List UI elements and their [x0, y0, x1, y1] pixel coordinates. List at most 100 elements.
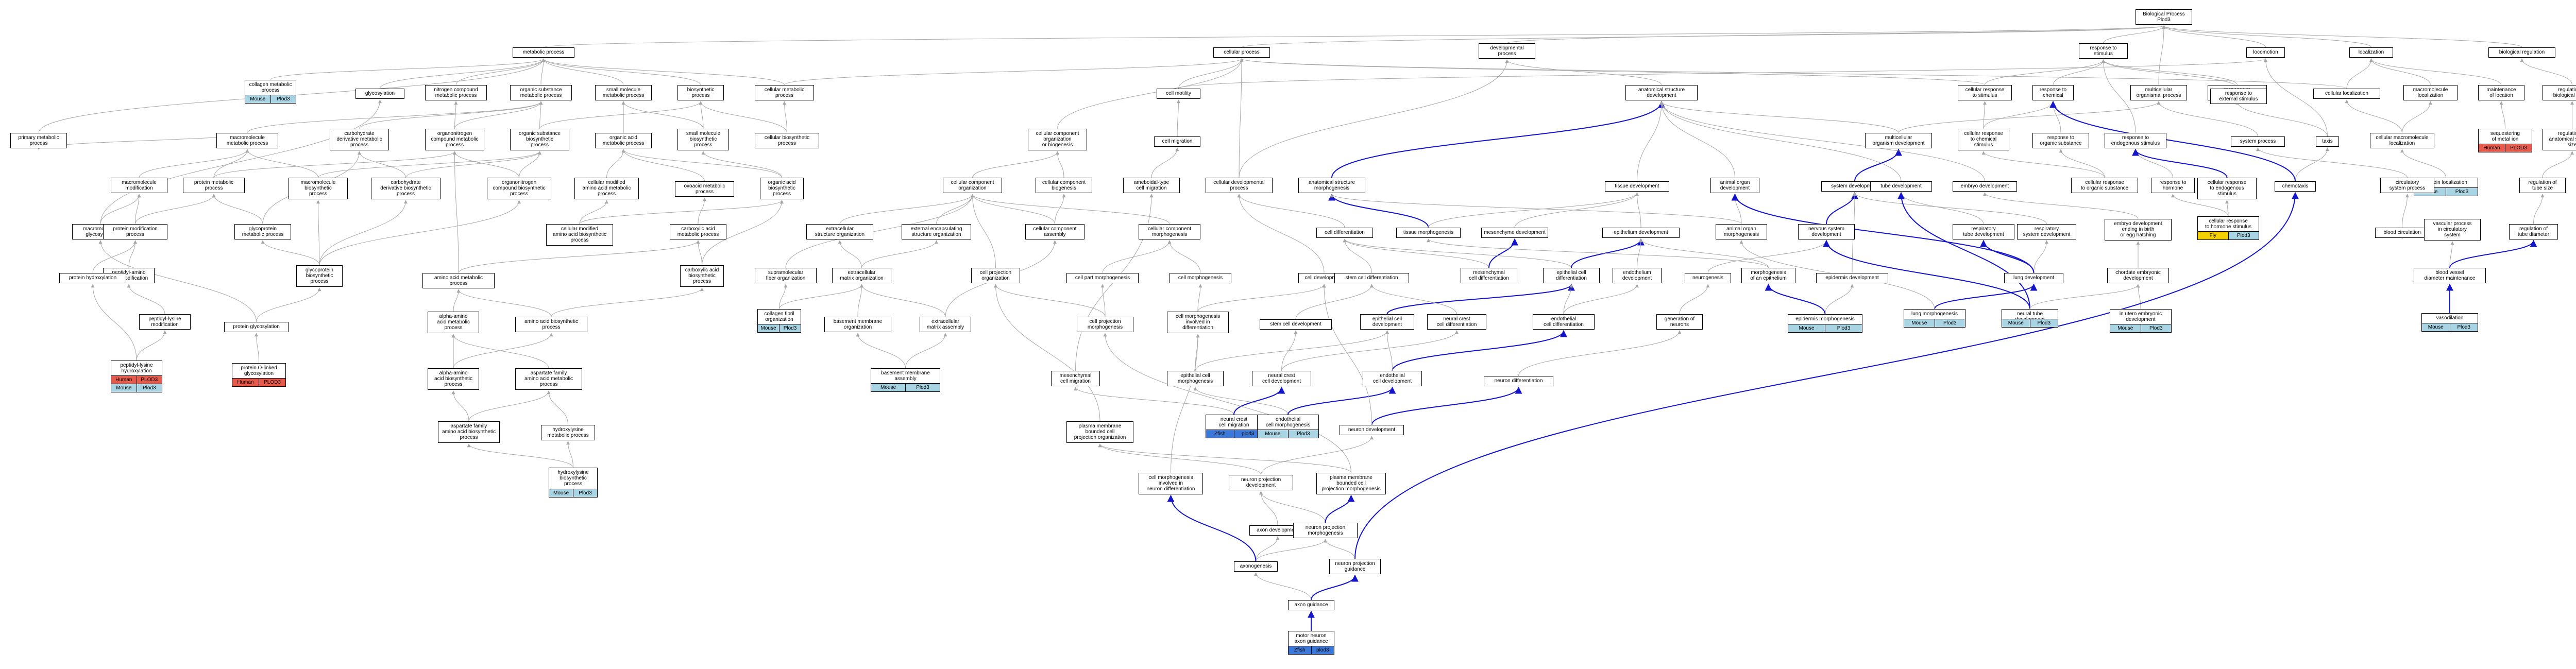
go-term-node[interactable]: mesenchymal cell migration	[1051, 371, 1100, 386]
go-term-node[interactable]: carboxylic acid biosynthetic process	[680, 265, 724, 287]
go-term-node[interactable]: glycoprotein metabolic process	[234, 224, 291, 239]
go-term-node[interactable]: cell motility	[1157, 89, 1200, 99]
go-term-node[interactable]: multicellular organismal process	[2130, 85, 2187, 100]
go-term-node[interactable]: cellular macromolecule localization	[2370, 133, 2434, 148]
go-term-node[interactable]: organic acid biosynthetic process	[760, 178, 804, 199]
go-term-node[interactable]: macromolecule modification	[111, 178, 167, 193]
go-term-node[interactable]: carboxylic acid metabolic process	[670, 224, 726, 239]
go-term-node[interactable]: cellular response to endogenous stimulus	[2197, 178, 2257, 199]
go-term-node[interactable]: neuron differentiation	[1484, 376, 1553, 386]
go-term-node[interactable]: cell morphogenesis involved in different…	[1167, 312, 1229, 333]
go-term-node[interactable]: neural crest cell development	[1252, 371, 1311, 386]
go-term-node[interactable]: vasodilation	[2421, 313, 2478, 323]
go-term-node[interactable]: blood circulation	[2375, 228, 2429, 238]
go-term-node[interactable]: endothelial cell morphogenesis	[1257, 415, 1319, 430]
go-term-node[interactable]: amino acid metabolic process	[422, 273, 495, 288]
go-term-node[interactable]: generation of neurons	[1656, 314, 1703, 330]
go-term-node[interactable]: animal organ development	[1710, 178, 1759, 193]
go-term-node[interactable]: organic substance biosynthetic process	[510, 129, 569, 150]
go-term-node[interactable]: amino acid biosynthetic process	[515, 317, 587, 332]
go-term-node[interactable]: cell morphogenesis	[1170, 273, 1231, 283]
go-term-node[interactable]: blood vessel diameter maintenance	[2414, 268, 2486, 283]
go-term-node[interactable]: vascular process in circulatory system	[2424, 219, 2481, 241]
go-term-node[interactable]: endothelial cell differentiation	[1533, 314, 1595, 330]
go-term-node[interactable]: cellular component organization	[943, 178, 1002, 193]
go-term-node[interactable]: neural crest cell differentiation	[1427, 314, 1486, 330]
go-term-node[interactable]: cellular process	[1213, 47, 1270, 58]
go-term-node[interactable]: alpha-amino acid metabolic process	[428, 312, 479, 333]
go-term-node[interactable]: aspartate family amino acid metabolic pr…	[515, 368, 582, 390]
go-term-node[interactable]: response to organic substance	[2032, 133, 2089, 148]
go-term-node[interactable]: neurogenesis	[1685, 273, 1731, 283]
go-term-node[interactable]: metabolic process	[513, 47, 574, 58]
go-term-node[interactable]: multicellular organism development	[1865, 133, 1932, 148]
go-term-node[interactable]: primary metabolic process	[10, 133, 67, 148]
go-term-node[interactable]: cell differentiation	[1316, 228, 1373, 238]
go-term-node[interactable]: organonitrogen compound metabolic proces…	[425, 129, 484, 150]
go-term-node[interactable]: ameboidal-type cell migration	[1123, 178, 1180, 193]
go-term-node[interactable]: morphogenesis of an epithelium	[1741, 268, 1795, 283]
go-term-node[interactable]: plasma membrane bounded cell projection …	[1066, 421, 1133, 443]
go-term-node[interactable]: protein modification process	[103, 224, 167, 239]
go-term-node[interactable]: neuron projection development	[1229, 475, 1293, 490]
go-term-node[interactable]: peptidyl-lysine hydroxylation	[111, 361, 162, 376]
go-term-node[interactable]: respiratory tube development	[1953, 224, 2014, 239]
go-term-node[interactable]: mesenchyme development	[1481, 228, 1548, 238]
go-term-node[interactable]: neural tube development	[2002, 309, 2058, 319]
go-term-node[interactable]: embryo development ending in birth or eg…	[2105, 219, 2172, 241]
go-term-node[interactable]: response to endogenous stimulus	[2105, 133, 2166, 148]
go-term-node[interactable]: tissue morphogenesis	[1396, 228, 1461, 238]
go-term-node[interactable]: endothelium development	[1613, 268, 1662, 283]
go-term-node[interactable]: organic acid metabolic process	[595, 133, 652, 148]
go-term-node[interactable]: neural crest cell migration	[1206, 415, 1262, 430]
go-term-node[interactable]: taxis	[2316, 136, 2339, 147]
go-term-node[interactable]: supramolecular fiber organization	[755, 268, 817, 283]
go-term-node[interactable]: carbohydrate derivative biosynthetic pro…	[371, 178, 440, 199]
go-term-node[interactable]: glycosylation	[355, 89, 404, 99]
go-term-node[interactable]: system process	[2231, 136, 2285, 147]
go-term-node[interactable]: anatomical structure morphogenesis	[1298, 178, 1365, 193]
go-term-node[interactable]: regulation of tube size	[2519, 178, 2566, 193]
go-term-node[interactable]: cell projection morphogenesis	[1077, 317, 1133, 332]
go-term-node[interactable]: organic substance metabolic process	[510, 85, 572, 100]
go-term-node[interactable]: extracellular matrix assembly	[920, 317, 971, 332]
go-term-node[interactable]: neuron projection guidance	[1329, 559, 1381, 574]
go-term-node[interactable]: cell migration	[1154, 136, 1200, 147]
go-term-node[interactable]: small molecule biosynthetic process	[677, 129, 729, 150]
go-term-node[interactable]: macromolecule biosynthetic process	[289, 178, 348, 199]
go-term-node[interactable]: cellular biosynthetic process	[755, 133, 819, 148]
go-term-node[interactable]: axon guidance	[1288, 600, 1334, 610]
go-term-node[interactable]: epidermis morphogenesis	[1788, 314, 1862, 324]
go-term-node[interactable]: cellular localization	[2313, 89, 2380, 99]
go-term-node[interactable]: epidermis development	[1816, 273, 1888, 283]
go-term-node[interactable]: endothelial cell development	[1363, 371, 1422, 386]
go-term-node[interactable]: embryo development	[1953, 181, 2017, 192]
go-term-node[interactable]: stem cell differentiation	[1334, 273, 1409, 283]
go-term-node[interactable]: lung morphogenesis	[1904, 309, 1965, 319]
go-term-node[interactable]: mesenchymal cell differentiation	[1461, 268, 1517, 283]
go-term-node[interactable]: stem cell development	[1260, 319, 1332, 330]
go-term-node[interactable]: protein hydroxylation	[59, 273, 126, 283]
go-term-node[interactable]: sequestering of metal ion	[2478, 129, 2532, 144]
go-term-node[interactable]: cellular component biogenesis	[1036, 178, 1092, 193]
go-term-node[interactable]: cell morphogenesis involved in neuron di…	[1139, 473, 1203, 494]
go-term-node[interactable]: cellular response to organic substance	[2071, 178, 2138, 193]
go-term-node[interactable]: cellular component organization or bioge…	[1028, 129, 1087, 150]
go-term-node[interactable]: external encapsulating structure organiz…	[902, 224, 971, 239]
go-term-node[interactable]: aspartate family amino acid biosynthetic…	[438, 421, 500, 443]
go-term-node[interactable]: tube development	[1870, 181, 1932, 192]
go-term-node[interactable]: animal organ morphogenesis	[1716, 224, 1767, 239]
go-term-node[interactable]: localization	[2349, 47, 2393, 58]
go-term-node[interactable]: developmental process	[1479, 43, 1535, 59]
go-term-node[interactable]: respiratory system development	[2017, 224, 2076, 239]
go-term-node[interactable]: extracellular matrix organization	[832, 268, 891, 283]
go-term-node[interactable]: organonitrogen compound biosynthetic pro…	[487, 178, 551, 199]
go-term-node[interactable]: oxoacid metabolic process	[675, 181, 734, 197]
go-term-node[interactable]: protein metabolic process	[183, 178, 245, 193]
go-term-node[interactable]: hydroxylysine biosynthetic process	[549, 468, 598, 489]
go-term-node[interactable]: locomotion	[2246, 47, 2285, 58]
go-term-node[interactable]: response to chemical	[2032, 85, 2074, 100]
go-term-node[interactable]: cell projection organization	[971, 268, 1020, 283]
go-term-node[interactable]: cellular developmental process	[1206, 178, 1273, 193]
go-term-node[interactable]: cellular metabolic process	[755, 85, 814, 100]
